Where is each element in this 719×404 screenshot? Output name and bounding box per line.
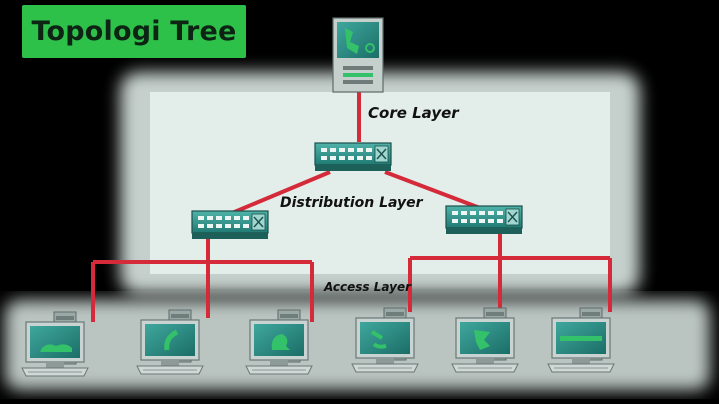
computer-icon (21, 311, 89, 377)
computer-icon (351, 307, 419, 373)
dist-link-left (231, 170, 331, 215)
computer-icon (136, 309, 204, 375)
computer-icon (451, 307, 519, 373)
title-banner: Topologi Tree (22, 5, 246, 58)
diagram-title: Topologi Tree (31, 16, 237, 47)
distribution-switch-right-icon (445, 205, 523, 235)
core-layer-label: Core Layer (368, 104, 459, 122)
distribution-layer-label: Distribution Layer (280, 195, 423, 211)
connection-links (91, 92, 612, 322)
access-layer-label: Access Layer (324, 280, 411, 294)
dist-link-right (384, 170, 481, 210)
computer-icon (245, 309, 313, 375)
distribution-switch-left-icon (191, 210, 269, 240)
server-icon (332, 17, 384, 93)
core-switch-icon (314, 142, 392, 172)
computer-icon (547, 307, 615, 373)
